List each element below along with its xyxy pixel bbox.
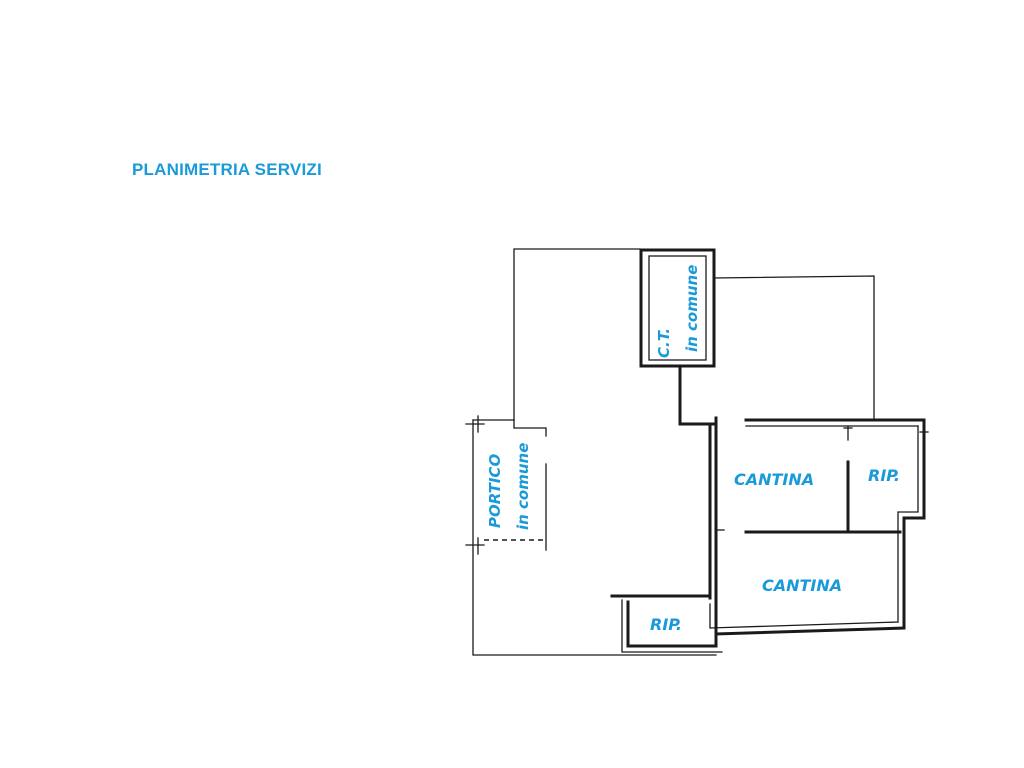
- rip-left-label: RIP.: [650, 615, 682, 634]
- ct-label: C.T.: [655, 328, 673, 358]
- page-title: PLANIMETRIA SERVIZI: [132, 160, 322, 179]
- portico-walls: [465, 415, 547, 555]
- central-walls: [610, 364, 718, 602]
- cantina-upper-walls: [715, 418, 929, 630]
- portico-in-comune-label: in comune: [514, 443, 532, 530]
- portico-label: PORTICO: [486, 454, 504, 528]
- cantina-upper-label: CANTINA: [734, 470, 814, 489]
- outer-boundary: [472, 248, 875, 656]
- cantina-lower-walls: [621, 596, 906, 653]
- ct-in-comune-label: in comune: [683, 265, 701, 352]
- rip-right-label: RIP.: [868, 466, 900, 485]
- ct-room-walls: [639, 248, 716, 368]
- cantina-lower-label: CANTINA: [762, 576, 842, 595]
